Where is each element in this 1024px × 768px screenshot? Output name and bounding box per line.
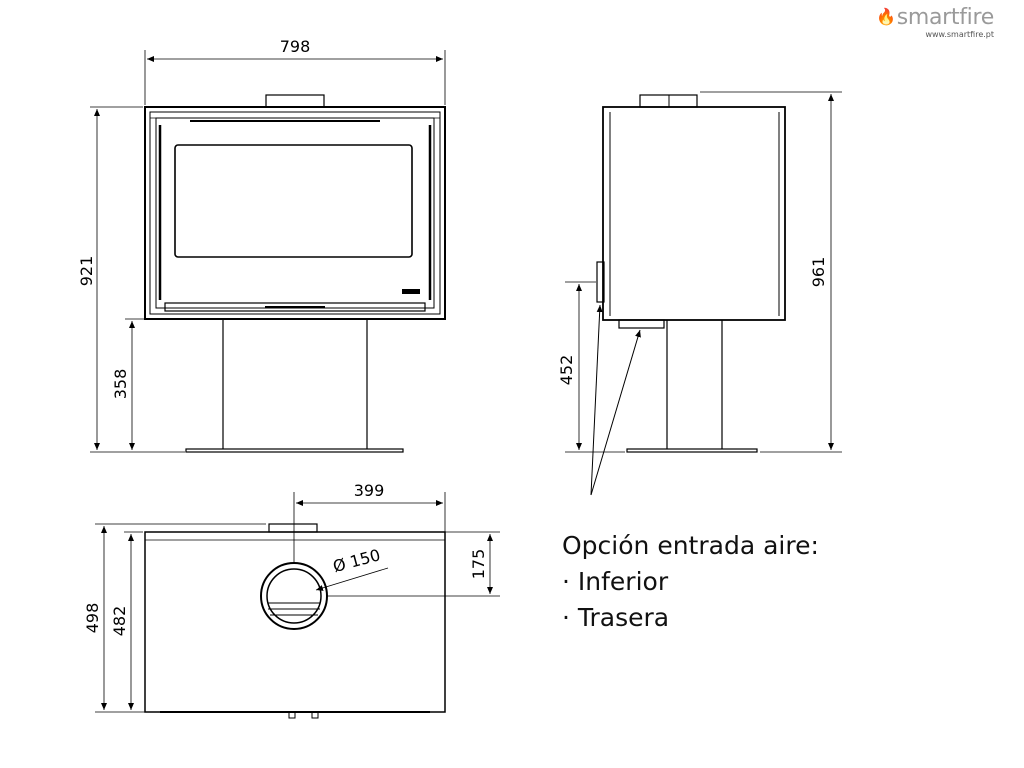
brand-url: www.smartfire.pt	[925, 30, 994, 39]
leader-bottom-inlet	[590, 329, 641, 496]
air-intake-note: Opción entrada aire: · Inferior · Traser…	[562, 528, 819, 636]
top-body	[144, 531, 446, 713]
dim-side-inlet-height: 452	[557, 355, 576, 386]
flame-icon: 🔥	[876, 7, 896, 26]
front-view: 798 921 358	[77, 37, 446, 453]
dim-top-depth-outer: 498	[83, 603, 102, 634]
side-base-plate	[626, 448, 758, 453]
top-inlet-circle	[260, 562, 328, 630]
dim-front-width: 798	[280, 37, 311, 56]
stove-logo-mark	[402, 289, 420, 294]
front-body	[144, 106, 446, 320]
front-base-plate	[185, 448, 404, 453]
brand-logo: 🔥smartfire www.smartfire.pt	[876, 5, 995, 40]
leader-rear-inlet	[590, 304, 603, 496]
air-intake-option-inferior: · Inferior	[562, 567, 669, 596]
side-view: 961 452	[557, 91, 842, 496]
brand-name: smartfire	[896, 5, 995, 30]
air-intake-title: Opción entrada aire:	[562, 531, 819, 560]
side-inlet	[596, 261, 605, 303]
air-intake-option-trasera: · Trasera	[562, 603, 670, 632]
top-view: 399 175 Ø 150 498 482	[83, 481, 500, 719]
front-glass	[174, 144, 413, 258]
dim-top-inlet-depth: 175	[469, 549, 488, 580]
dim-front-height: 921	[77, 256, 96, 287]
dim-top-depth-inner: 482	[110, 606, 129, 637]
front-vents	[164, 302, 426, 312]
dim-top-offset: 399	[354, 481, 385, 500]
side-bottom-inlet	[618, 319, 665, 329]
dim-front-base-height: 358	[111, 369, 130, 400]
side-body	[602, 106, 786, 321]
dim-side-height: 961	[809, 257, 828, 288]
front-flue	[265, 94, 325, 108]
dim-top-diameter: Ø 150	[331, 545, 382, 576]
